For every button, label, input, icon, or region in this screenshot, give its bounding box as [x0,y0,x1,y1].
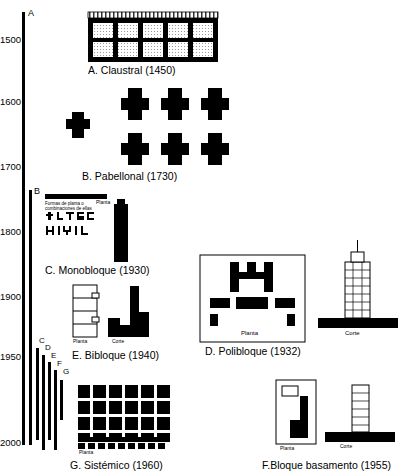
drawing-label: Corte [340,444,352,450]
type-caption: F.Bloque basamento (1955) [262,460,391,472]
year-label: 1700 [0,162,21,172]
drawing-label: Planta [73,339,87,345]
series-letter: F [57,360,62,369]
type-caption: B. Pabellonal (1730) [82,171,177,183]
year-label: 1600 [0,97,21,107]
year-label: 1950 [0,352,21,362]
drawing-label: Corte [112,339,124,345]
drawing-label: Corte [345,330,360,337]
drawing-label: Planta [241,330,258,337]
drawing-note: Formas de planta o combinaciones de ella… [45,202,111,212]
series-letter: D [45,344,51,353]
year-label: 1500 [0,35,21,45]
drawing-label: Planta [280,446,294,452]
series-letter: G [63,368,69,377]
year-label: 2000 [0,438,21,448]
type-caption: G. Sistémico (1960) [70,460,163,472]
series-letter: C [39,337,45,346]
drawing-label: Planta [96,200,110,206]
series-letter: B [34,187,40,197]
type-caption: D. Polibloque (1932) [205,346,301,358]
year-label: 1800 [0,227,21,237]
year-label: 1900 [0,292,21,302]
series-letter: E [51,352,56,361]
drawing-label: Planta [79,450,93,456]
type-caption: A. Claustral (1450) [88,65,176,77]
type-caption: E. Bibloque (1940) [72,350,159,362]
series-letter: A [28,9,34,19]
type-caption: C. Monobloque (1930) [45,265,149,277]
